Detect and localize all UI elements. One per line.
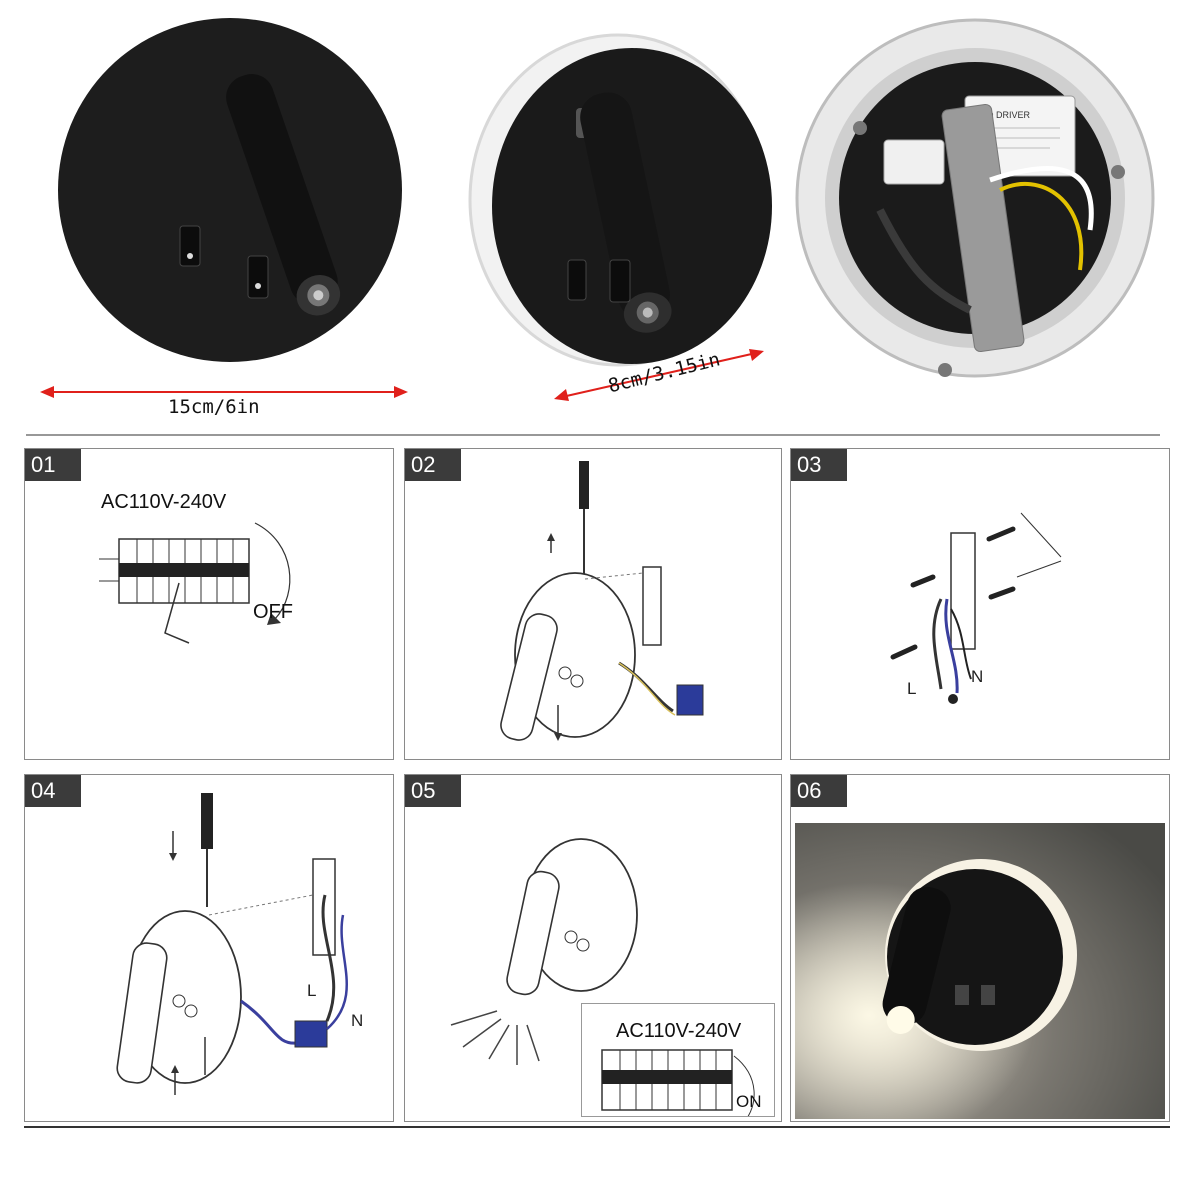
- live-wire-label: L: [907, 679, 917, 698]
- switch-right: [609, 259, 631, 303]
- finished-lamp-diagram: [450, 838, 638, 1065]
- front-view-photo: [58, 18, 402, 362]
- step-number: 03: [791, 449, 847, 481]
- breaker-panel-icon: [99, 522, 291, 644]
- step-01-panel: 01 AC110V-240V OFF: [24, 448, 394, 760]
- side-view-photo: [468, 33, 772, 367]
- installed-lamp-photo: [795, 823, 1165, 1119]
- bracket-install-diagram: [500, 461, 704, 741]
- lamp-tube: [580, 92, 670, 320]
- switch-left: [179, 225, 201, 267]
- neutral-wire-label: N: [351, 1011, 364, 1030]
- grid-top-rule: [26, 434, 1160, 436]
- breaker-inset: AC110V-240V ON: [581, 1003, 775, 1117]
- wall-mount-diagram: [890, 512, 1062, 704]
- back-view-photo: LED DRIVER: [795, 18, 1155, 378]
- step-03-panel: 03 L N: [790, 448, 1170, 760]
- step-number: 02: [405, 449, 461, 481]
- mounting-bracket: [941, 103, 1025, 353]
- step-02-panel: 02: [404, 448, 782, 760]
- lamp-tube: [882, 886, 951, 1025]
- live-wire-label: L: [307, 981, 317, 1000]
- diameter-arrow: [40, 386, 408, 398]
- neutral-wire-label: N: [971, 667, 984, 686]
- switch-state-label: OFF: [253, 601, 293, 623]
- voltage-label: AC110V-240V: [101, 491, 227, 513]
- wiring-diagram: [116, 793, 348, 1095]
- driver-label: LED DRIVER: [976, 110, 1031, 120]
- terminal-block: [883, 139, 945, 185]
- step-number: 01: [25, 449, 81, 481]
- lamp-plate: [58, 18, 402, 362]
- step-number: 06: [791, 775, 847, 807]
- switch-right: [247, 255, 269, 299]
- lamp-tube: [226, 74, 338, 305]
- voltage-label: AC110V-240V: [616, 1020, 742, 1042]
- step-number: 05: [405, 775, 461, 807]
- switch-state-label: ON: [736, 1092, 762, 1111]
- step-number: 04: [25, 775, 81, 807]
- step-05-panel: 05 AC110V-240V ON: [404, 774, 782, 1122]
- step-04-panel: 04 L N: [24, 774, 394, 1122]
- grid-bottom-rule: [24, 1126, 1170, 1128]
- depth-arrow: [554, 349, 764, 401]
- switch-left: [567, 259, 587, 301]
- diameter-label: 15cm/6in: [168, 396, 260, 418]
- step-06-panel: 06: [790, 774, 1170, 1122]
- breaker-panel-icon: [601, 1049, 755, 1116]
